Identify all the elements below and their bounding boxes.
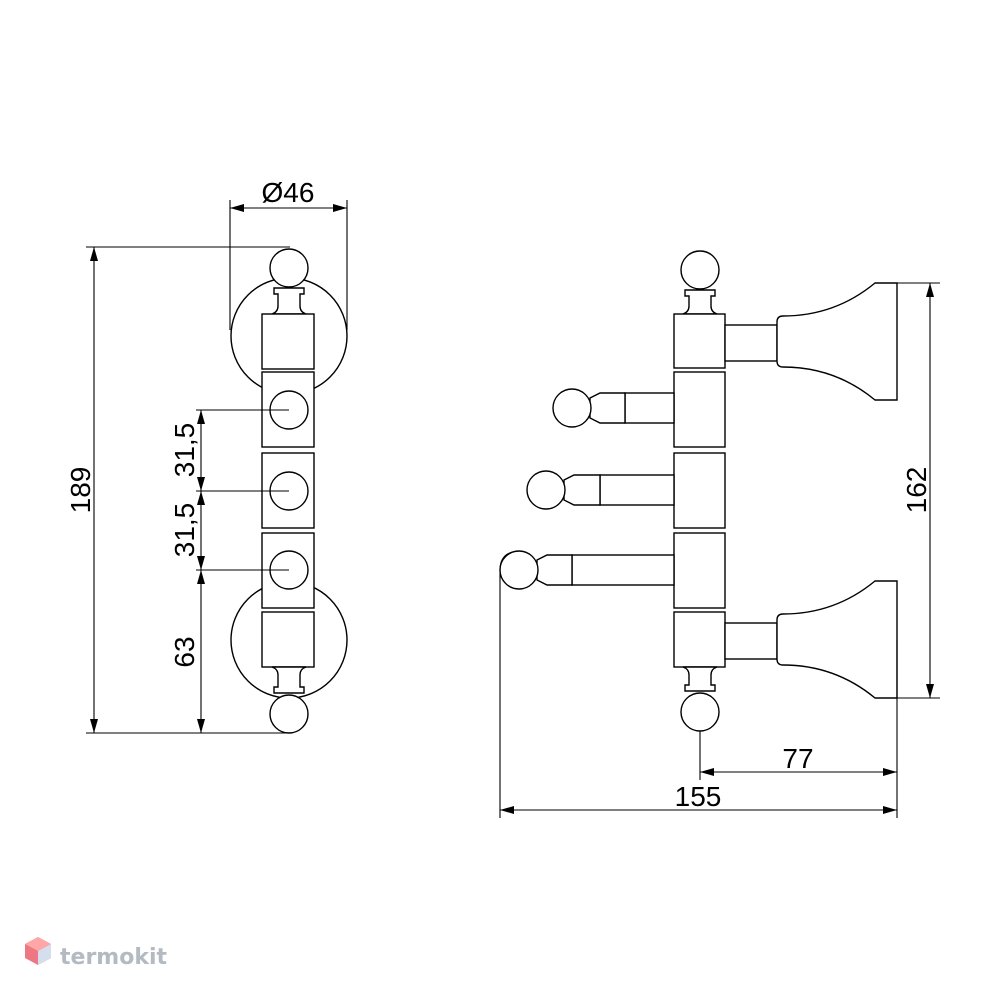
side-bottom-finial-collar xyxy=(682,666,718,692)
front-view: Ø46 189 31,5 31,5 63 xyxy=(65,177,348,734)
front-segment-5 xyxy=(261,611,315,668)
towel-arm-1 xyxy=(552,388,675,428)
towel-arm-3 xyxy=(499,550,675,590)
side-view: 162 77 155 xyxy=(499,250,940,818)
side-top-finial-ball xyxy=(680,250,720,290)
total-width-label: 155 xyxy=(675,781,722,812)
termokit-logo: termokit xyxy=(25,937,167,970)
towel-arm-2 xyxy=(526,470,675,510)
side-segment-4 xyxy=(673,532,726,609)
side-bottom-finial-ball xyxy=(680,692,720,732)
bottom-offset-label: 63 xyxy=(169,636,200,667)
lower-wall-bracket xyxy=(724,580,898,699)
bottom-finial-collar xyxy=(271,666,307,694)
front-segment-1 xyxy=(261,313,315,370)
upper-wall-bracket xyxy=(724,282,898,401)
side-segment-2 xyxy=(673,371,726,448)
brand-name: termokit xyxy=(60,945,167,970)
side-height-label: 162 xyxy=(901,467,932,514)
spacing-lower-label: 31,5 xyxy=(169,503,200,558)
top-finial-collar xyxy=(271,287,307,315)
spacing-upper-label: 31,5 xyxy=(169,423,200,478)
top-finial-ball xyxy=(269,248,309,288)
side-top-finial-collar xyxy=(682,289,718,315)
side-segment-3 xyxy=(673,452,726,529)
side-segment-1 xyxy=(673,313,726,369)
bottom-finial-ball xyxy=(269,694,309,734)
arm-offset-label: 77 xyxy=(782,743,813,774)
side-segment-5 xyxy=(673,611,726,668)
total-height-label: 189 xyxy=(65,467,96,514)
diameter-label: Ø46 xyxy=(262,177,315,208)
